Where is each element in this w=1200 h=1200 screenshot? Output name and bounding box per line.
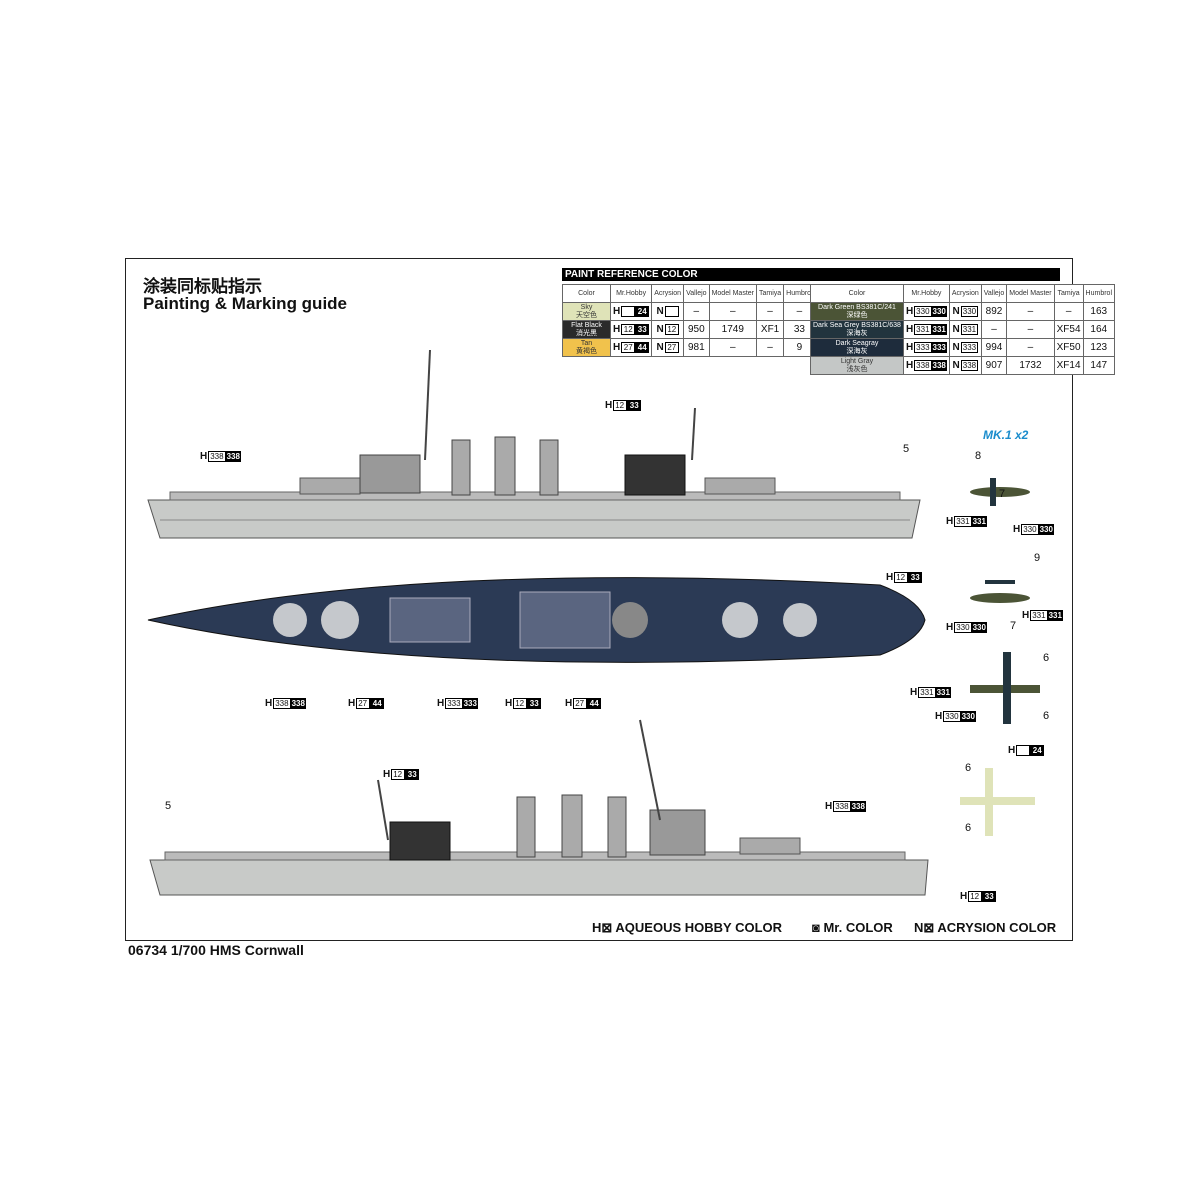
marking-number: 5 [165, 800, 172, 812]
aircraft-views [960, 478, 1040, 836]
humbrol-code: 147 [1082, 356, 1116, 375]
ship-top-view [147, 577, 926, 663]
marking-number: 7 [999, 488, 1006, 500]
color-name: Light Gray [840, 357, 874, 365]
marking-number: 9 [1034, 552, 1041, 564]
color-name-cn: 天空色 [576, 311, 597, 319]
color-name-cn: 深绿色 [846, 311, 868, 319]
ship-side-profile-top [147, 349, 921, 539]
marking-number: 8 [975, 450, 982, 462]
color-name: Dark Sea Grey BS381C/638 [813, 321, 901, 329]
color-name: Flat Black [571, 321, 602, 329]
marking-number: 6 [1043, 710, 1050, 722]
color-name: Sky [580, 303, 593, 311]
color-name-cn: 消光黑 [576, 329, 597, 337]
ship-side-profile-bottom [149, 719, 929, 896]
color-name-cn: 黄褐色 [576, 347, 597, 355]
footer-model-info: 06734 1/700 HMS Cornwall [128, 942, 304, 958]
marking-number: 6 [965, 762, 972, 774]
marking-number: 7 [1010, 620, 1017, 632]
color-name: Dark Green BS381C/241 [818, 303, 896, 311]
color-name-cn: 浅灰色 [846, 365, 868, 373]
color-name: Tan [580, 339, 593, 347]
paint-reference-title: PAINT REFERENCE COLOR [562, 268, 1060, 281]
guide-frame [125, 258, 1073, 941]
color-name-cn: 深海灰 [846, 329, 868, 337]
color-name: Dark Seagray [835, 339, 879, 347]
title-chinese: 涂装同标贴指示 [143, 277, 262, 296]
legend-aqueous: H⊠ AQUEOUS HOBBY COLOR [592, 920, 783, 935]
legend-acrysion: N⊠ ACRYSION COLOR [914, 920, 1057, 935]
page-title: Painting & Marking guide [143, 294, 348, 313]
model-master-code: – [708, 338, 757, 357]
model-master-code: 1732 [1006, 356, 1055, 375]
aircraft-label: MK.1 x2 [983, 428, 1029, 442]
paint-reference-header: PAINT REFERENCE COLOR [562, 268, 1060, 281]
column-header: Acrysion [651, 284, 685, 303]
marking-number: 5 [903, 443, 910, 455]
column-header: Color [810, 284, 904, 303]
marking-number: 6 [965, 822, 972, 834]
legend-mr-color: ◙ Mr. COLOR [812, 920, 893, 935]
color-name-cn: 深海灰 [846, 347, 868, 355]
marking-number: 6 [1043, 652, 1050, 664]
